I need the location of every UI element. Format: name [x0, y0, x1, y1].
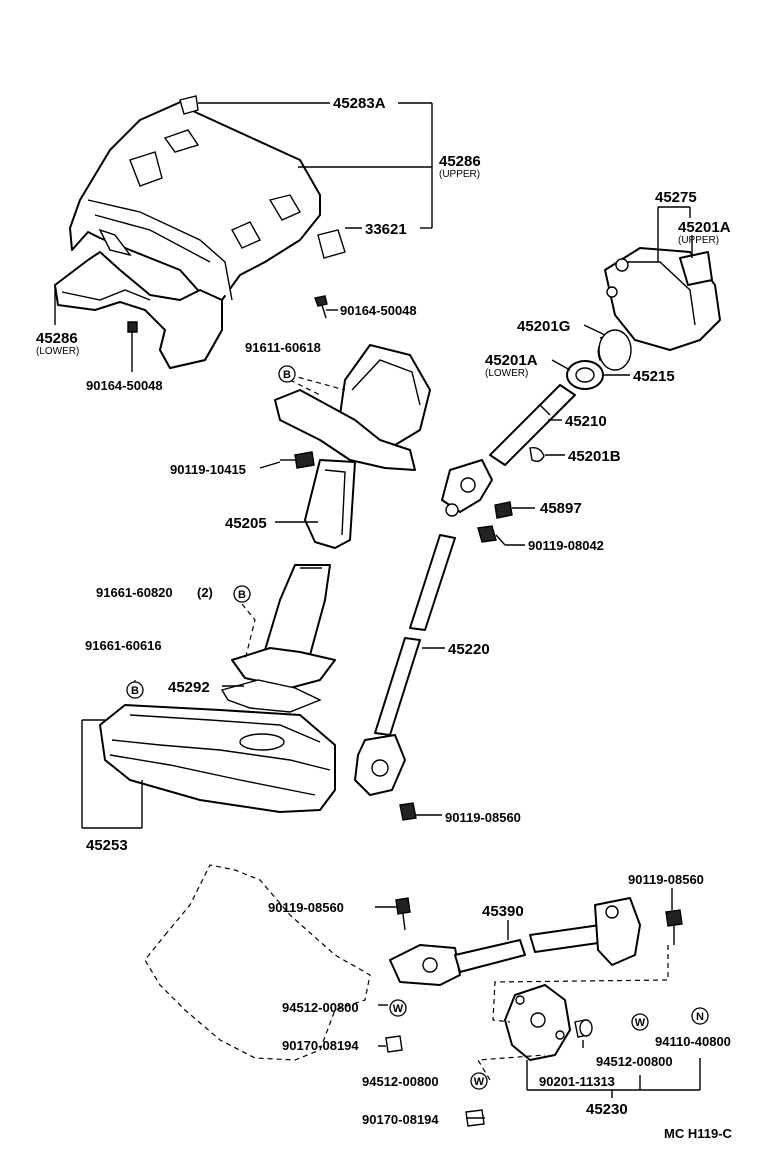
label-45210: 45210: [565, 413, 607, 430]
bolt-90119-08560-left-drawing: [395, 897, 411, 931]
svg-text:N: N: [696, 1011, 704, 1023]
screw-90164-lower-drawing: [127, 321, 138, 358]
label-90164-lower: 90164-50048: [86, 378, 163, 393]
column-cover-upper-drawing: [69, 99, 321, 369]
badge-b-91661-60820: B: [233, 585, 251, 603]
leader-lines: [54, 102, 701, 1119]
label-45253: 45253: [86, 837, 128, 854]
shaft-45210-drawing: [489, 384, 576, 466]
steering-gear-outline-drawing: [144, 864, 371, 1061]
label-45230: 45230: [586, 1101, 628, 1118]
label-91661-60616: 91661-60616: [85, 638, 162, 653]
bearing-45201a-lower-drawing: [566, 360, 604, 390]
nut-90170-a-drawing: [385, 1035, 403, 1053]
badge-w-94512-a: W: [389, 999, 407, 1017]
plate-45292-drawing: [220, 647, 336, 713]
label-45215: 45215: [633, 368, 675, 385]
spring-45201g-drawing: [597, 329, 632, 371]
label-33621: 33621: [365, 221, 407, 238]
label-45201a-lower-note: (LOWER): [485, 368, 528, 379]
label-45292: 45292: [168, 679, 210, 696]
clip-45283a-drawing: [179, 95, 199, 115]
label-94110: 94110-40800: [655, 1034, 731, 1049]
upper-joint-drawing: [441, 459, 493, 517]
label-90119-08560-mid: 90119-08560: [445, 810, 521, 825]
bolt-45897-drawing: [494, 501, 513, 519]
badge-b-91611: B: [278, 365, 296, 383]
label-94512-a: 94512-00800: [282, 1000, 359, 1015]
label-45283a: 45283A: [333, 95, 386, 112]
label-45220: 45220: [448, 641, 490, 658]
svg-text:W: W: [474, 1076, 485, 1088]
part-labels: 45283A 45286 (UPPER) 33621 45286 (LOWER)…: [36, 95, 733, 1141]
label-45275: 45275: [655, 189, 697, 206]
svg-text:B: B: [131, 685, 139, 697]
screw-90164-upper-drawing: [314, 295, 328, 319]
bolt-90119-08560-right-drawing: [665, 909, 683, 945]
bolt-90119-08560-mid-drawing: [399, 802, 417, 821]
label-91661-60820: 91661-60820: [96, 585, 173, 600]
svg-text:B: B: [283, 369, 291, 381]
label-90119-08042: 90119-08042: [528, 538, 604, 553]
pad-33621-drawing: [317, 229, 346, 259]
washer-90201-drawing: [579, 1019, 593, 1037]
label-45286-lower: 45286: [36, 330, 78, 347]
bolt-90119-10415-drawing: [280, 451, 315, 469]
intermediate-shaft-45220-drawing: [354, 534, 456, 796]
svg-text:W: W: [635, 1017, 646, 1029]
coupling-45230-drawing: [504, 984, 589, 1061]
label-45390: 45390: [482, 903, 524, 920]
bracket-45275-drawing: [604, 247, 721, 351]
bolt-90119-08042-drawing: [477, 525, 506, 546]
label-94512-c: 94512-00800: [596, 1054, 673, 1069]
label-94512-b: 94512-00800: [362, 1074, 439, 1089]
clip-45201b-drawing: [529, 446, 545, 463]
shaft-45390-drawing: [389, 897, 641, 986]
diagram-code: MC H119-C: [664, 1126, 733, 1141]
label-45201a-upper: 45201A: [678, 219, 731, 236]
svg-text:B: B: [238, 589, 246, 601]
svg-text:W: W: [393, 1003, 404, 1015]
label-90119-08560-left: 90119-08560: [268, 900, 344, 915]
label-45286-upper: 45286: [439, 153, 481, 170]
badge-b-91661-60616: B: [126, 681, 144, 699]
badge-n-94110: N: [691, 1007, 709, 1025]
column-tube-45205-drawing: [274, 344, 431, 549]
badge-w-94512-c: W: [631, 1013, 649, 1031]
label-90170-b: 90170-08194: [362, 1112, 439, 1127]
lower-tube-drawing: [264, 564, 331, 661]
label-90170-a: 90170-08194: [282, 1038, 359, 1053]
column-cover-lower-drawing: [54, 251, 223, 369]
label-45201a-lower: 45201A: [485, 352, 538, 369]
label-45201g: 45201G: [517, 318, 570, 335]
label-45286-lower-note: (LOWER): [36, 346, 79, 357]
label-90119-08560-right: 90119-08560: [628, 872, 704, 887]
label-90119-10415: 90119-10415: [170, 462, 246, 477]
label-45897: 45897: [540, 500, 582, 517]
label-91611: 91611-60618: [245, 340, 321, 355]
boot-45253-drawing: [99, 704, 336, 813]
label-91661-60820-qty: (2): [197, 585, 213, 600]
badge-w-94512-b: W: [470, 1072, 488, 1090]
label-45201b: 45201B: [568, 448, 621, 465]
label-45286-upper-note: (UPPER): [439, 169, 480, 180]
label-45201a-upper-note: (UPPER): [678, 235, 719, 246]
label-90201: 90201-11313: [539, 1074, 615, 1089]
label-90164-upper: 90164-50048: [340, 303, 417, 318]
label-45205: 45205: [225, 515, 267, 532]
